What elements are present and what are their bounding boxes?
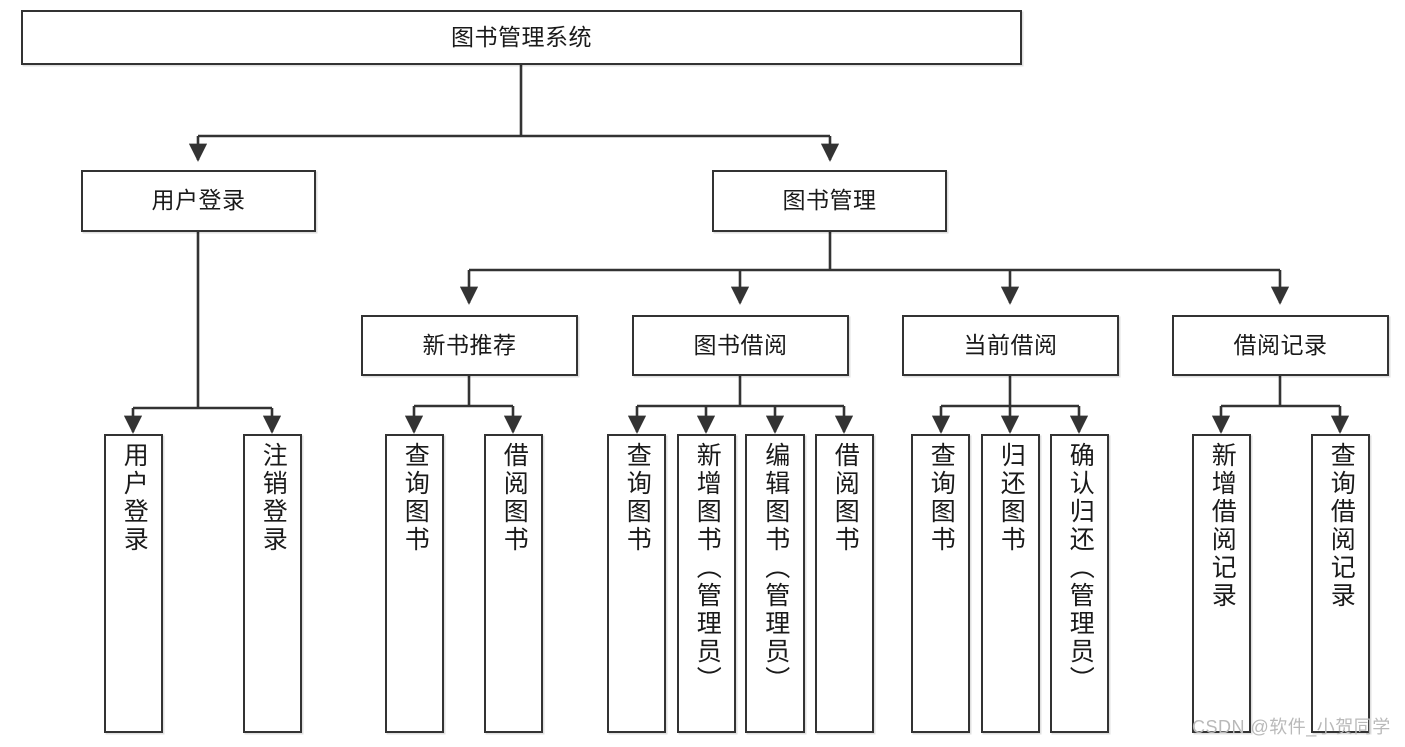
leaf-book-borrow-edit-book-admin[interactable]: 编辑图书（管理员） <box>745 434 805 733</box>
node-book-management[interactable]: 图书管理 <box>712 170 947 232</box>
node-label: 查询图书 <box>401 442 430 554</box>
node-label: 借阅图书 <box>831 442 860 554</box>
leaf-book-borrow-query-book[interactable]: 查询图书 <box>607 434 666 733</box>
node-label: 查询图书 <box>927 442 956 554</box>
leaf-current-borrow-query-book[interactable]: 查询图书 <box>911 434 970 733</box>
watermark: CSDN @软件_小贺同学 <box>1192 717 1391 737</box>
node-label: 当前借阅 <box>963 331 1058 358</box>
node-label: 用户登录 <box>151 187 246 214</box>
leaf-borrow-record-add-record[interactable]: 新增借阅记录 <box>1192 434 1251 733</box>
leaf-user-login-login[interactable]: 用户登录 <box>104 434 163 733</box>
leaf-current-borrow-confirm-return-admin[interactable]: 确认归还（管理员） <box>1050 434 1109 733</box>
node-label: 编辑图书（管理员） <box>761 442 790 694</box>
node-label: 确认归还（管理员） <box>1066 442 1095 694</box>
node-label: 图书管理 <box>782 187 877 214</box>
leaf-current-borrow-return-book[interactable]: 归还图书 <box>981 434 1040 733</box>
leaf-new-book-borrow-book[interactable]: 借阅图书 <box>484 434 543 733</box>
node-label: 查询借阅记录 <box>1327 442 1356 610</box>
leaf-borrow-record-query-record[interactable]: 查询借阅记录 <box>1311 434 1370 733</box>
leaf-user-login-logout[interactable]: 注销登录 <box>243 434 302 733</box>
node-user-login[interactable]: 用户登录 <box>81 170 316 232</box>
node-book-borrow[interactable]: 图书借阅 <box>632 315 849 376</box>
node-label: 借阅图书 <box>500 442 529 554</box>
node-label: 归还图书 <box>997 442 1026 554</box>
node-label: 图书管理系统 <box>451 23 592 50</box>
node-root-book-management-system[interactable]: 图书管理系统 <box>21 10 1022 65</box>
node-label: 图书借阅 <box>693 331 788 358</box>
node-label: 新书推荐 <box>422 331 517 358</box>
leaf-book-borrow-add-book-admin[interactable]: 新增图书（管理员） <box>677 434 736 733</box>
node-label: 新增图书（管理员） <box>693 442 722 694</box>
node-new-book-recommend[interactable]: 新书推荐 <box>361 315 578 376</box>
node-label: 借阅记录 <box>1233 331 1328 358</box>
leaf-new-book-query-book[interactable]: 查询图书 <box>385 434 444 733</box>
node-label: 查询图书 <box>623 442 652 554</box>
node-borrow-record[interactable]: 借阅记录 <box>1172 315 1389 376</box>
node-label: 用户登录 <box>120 442 149 554</box>
node-label: 注销登录 <box>259 442 288 554</box>
leaf-book-borrow-borrow-book[interactable]: 借阅图书 <box>815 434 874 733</box>
node-label: 新增借阅记录 <box>1208 442 1237 610</box>
node-current-borrow[interactable]: 当前借阅 <box>902 315 1119 376</box>
